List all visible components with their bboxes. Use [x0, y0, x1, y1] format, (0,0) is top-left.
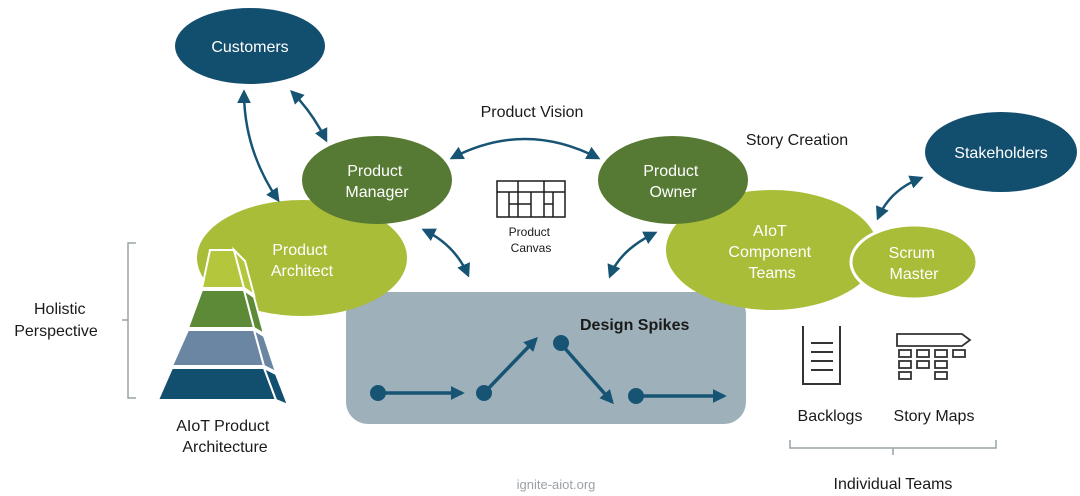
- arrow-stakeholders-teams: [876, 175, 924, 221]
- spike-points: [370, 335, 644, 404]
- product-canvas-label: Product Canvas: [509, 225, 554, 255]
- stakeholders-node: Stakeholders: [925, 112, 1077, 192]
- svg-text:Customers: Customers: [211, 39, 288, 56]
- design-spikes-panel: Design Spikes: [346, 292, 746, 424]
- arrow-manager-spikes: [421, 228, 470, 278]
- story-creation-label: Story Creation: [746, 132, 848, 149]
- individual-teams-label: Individual Teams: [834, 476, 953, 493]
- arrow-product-vision: [449, 137, 601, 160]
- svg-text:Product Architect: Product Architect: [271, 242, 334, 280]
- backlogs-label: Backlogs: [798, 408, 863, 425]
- product-architecture-label: AIoT Product Architecture: [176, 418, 274, 456]
- scrum-master-node: Scrum Master: [849, 223, 979, 301]
- footer-url: ignite-aiot.org: [517, 477, 596, 492]
- component-teams-node: AIoT Component Teams: [666, 190, 878, 310]
- product-vision-label: Product Vision: [481, 104, 584, 121]
- holistic-perspective-label: Holistic Perspective: [14, 301, 98, 340]
- connector-arrows: [237, 89, 924, 279]
- story-maps-label: Story Maps: [894, 408, 975, 425]
- arrow-customers-manager: [290, 90, 328, 143]
- arrow-customers-architect: [237, 89, 280, 203]
- product-manager-node: Product Manager: [302, 136, 452, 224]
- svg-text:AIoT Component Tea: AIoT Component Teams: [728, 223, 815, 282]
- spike-path: [378, 336, 727, 405]
- individual-teams-bracket: [789, 440, 997, 455]
- customers-node: Customers: [175, 8, 325, 84]
- architecture-pyramid-icon: [156, 246, 290, 407]
- svg-text:Product Manager: Product Manager: [345, 163, 409, 201]
- product-owner-node: Product Owner: [598, 136, 748, 224]
- arrow-teams-spikes: [607, 231, 658, 279]
- holistic-bracket: [122, 242, 136, 399]
- design-spikes-label: Design Spikes: [580, 317, 689, 334]
- story-map-icon: [896, 333, 972, 380]
- product-canvas-icon: [496, 180, 566, 218]
- backlog-list-icon: [802, 326, 841, 385]
- svg-text:Product Owner: Product Owner: [643, 163, 703, 201]
- svg-text:Scrum Master: Scrum Master: [889, 245, 940, 283]
- svg-text:Stakeholders: Stakeholders: [954, 145, 1047, 162]
